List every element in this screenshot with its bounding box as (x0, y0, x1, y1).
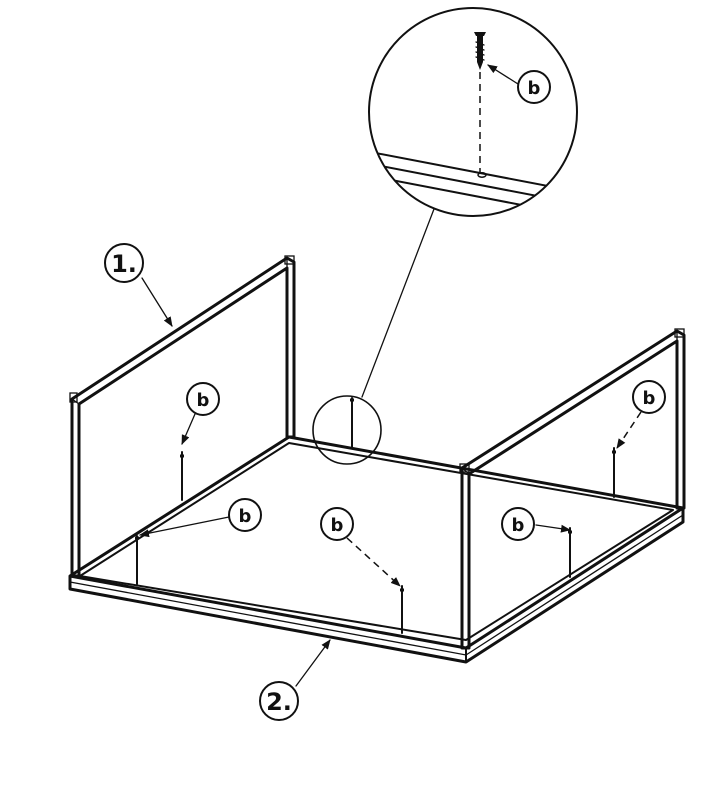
screw-front (400, 585, 404, 634)
right-panel (459, 328, 686, 650)
bubble-b-center-label: b (331, 515, 344, 536)
screw-center (350, 397, 354, 449)
bubble-b-left-back-label: b (197, 390, 210, 411)
focus-circle (312, 395, 382, 465)
callout-part-1: 1. (104, 243, 144, 283)
left-panel (69, 255, 296, 578)
bubble-b-right-front: b (501, 507, 535, 541)
bubble-b-detail: b (517, 70, 551, 104)
base-frame (68, 435, 685, 664)
bubble-b-right-back: b (632, 380, 666, 414)
detail-screw (474, 32, 486, 172)
screw-right-front (568, 527, 572, 578)
hardware-bubbles: b b b b b b (186, 70, 666, 541)
callout-part-1-label: 1. (111, 250, 137, 278)
callout-part-2-label: 2. (266, 688, 292, 716)
bubble-b-left-back: b (186, 382, 220, 416)
screw-left-back (180, 451, 184, 501)
bubble-b-right-back-label: b (643, 388, 656, 409)
callout-arrows (139, 64, 642, 687)
leader-line (361, 208, 435, 398)
bubble-b-right-front-label: b (512, 515, 525, 536)
bubble-b-center: b (320, 507, 354, 541)
bubble-b-left-front-label: b (239, 506, 252, 527)
bubble-b-left-front: b (228, 498, 262, 532)
screw-right-back (612, 447, 616, 498)
detail-circle (368, 7, 578, 217)
callout-part-2: 2. (259, 681, 299, 721)
screw-left-front (135, 535, 139, 585)
bubble-b-detail-label: b (528, 78, 541, 99)
detail-magnifier (312, 7, 578, 465)
